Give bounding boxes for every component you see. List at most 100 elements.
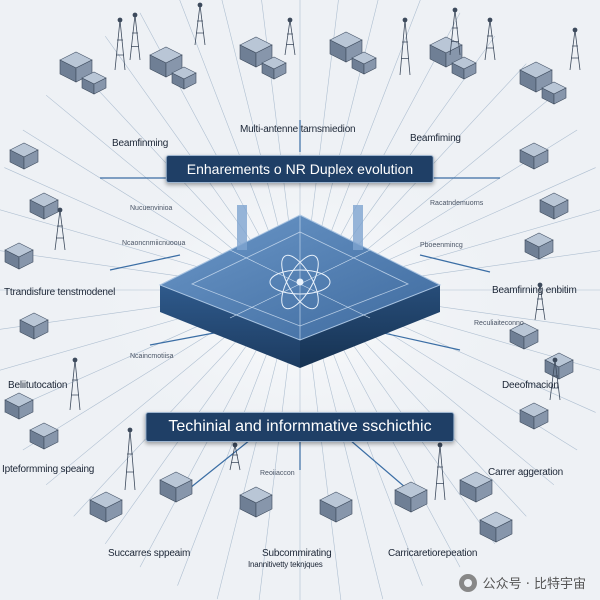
equipment-box (59, 51, 93, 83)
equipment-box (239, 486, 273, 518)
antenna-tower-icon (549, 357, 561, 401)
antenna-tower-icon (124, 427, 136, 491)
label-left-lower: Beliitutocation (8, 380, 68, 391)
equipment-box (4, 242, 34, 270)
radial-line (45, 94, 253, 266)
platform-pillar (353, 205, 363, 250)
equipment-box (459, 471, 493, 503)
platform-left-side (160, 285, 300, 368)
small-label: Nucuenvinioa (130, 205, 173, 212)
label-bottom-2b: Inannitivetty teknjques (248, 560, 323, 569)
arrow-right-platform (419, 254, 491, 273)
antenna-tower-icon (114, 17, 126, 71)
antenna-tower-icon (569, 27, 581, 71)
radial-line (22, 129, 249, 271)
antenna-tower-icon (54, 207, 66, 251)
equipment-box (451, 56, 477, 80)
radial-line (351, 309, 578, 451)
radial-line (307, 0, 339, 251)
equipment-box (519, 402, 549, 430)
label-right-lower: Deeofmacion (502, 380, 559, 391)
antenna-tower-icon (69, 357, 81, 411)
label-top-right: Beamfiming (410, 133, 461, 144)
equipment-clusters (4, 2, 581, 543)
equipment-box (394, 481, 428, 513)
radial-line (4, 167, 245, 275)
equipment-box (524, 232, 554, 260)
equipment-box (81, 71, 107, 95)
radial-line (45, 314, 253, 486)
wechat-logo-icon (458, 573, 477, 592)
label-top-left: Beamfinming (112, 138, 169, 149)
small-label: Reculiaiteconno (474, 320, 524, 327)
radial-line (261, 0, 293, 251)
equipment-box (351, 51, 377, 75)
equipment-box (544, 352, 574, 380)
antenna-tower-icon (229, 442, 241, 471)
equipment-box (29, 422, 59, 450)
antenna-tower-icon (194, 2, 206, 46)
radial-line (179, 0, 278, 254)
label-bottom-3: Carricaretiorepeation (388, 548, 478, 559)
equipment-box (239, 36, 273, 68)
equipment-box (319, 491, 353, 523)
equipment-box (479, 511, 513, 543)
label-mid-left: Ttrandisfure tenstmodenel (4, 287, 116, 298)
radial-line (322, 326, 423, 586)
small-label: Pboeenmincg (420, 242, 463, 249)
radial-line (315, 0, 379, 252)
atom-icon (269, 254, 331, 310)
arrow-left-platform (109, 254, 181, 271)
equipment-box (171, 66, 197, 90)
label-bottom-2: Subcommirating (262, 548, 332, 559)
radial-line (216, 328, 285, 600)
equipment-box (29, 192, 59, 220)
title-banner: Enharements o NR Duplex evolution (165, 155, 435, 183)
equipment-box (19, 312, 49, 340)
radial-line (347, 94, 555, 266)
label-bottom-left: Ipteformming speaing (2, 464, 95, 475)
radial-line (139, 324, 271, 568)
small-label: Reoiiaccon (260, 470, 295, 477)
small-label: Racatndemuorns (430, 200, 484, 207)
equipment-box (539, 192, 569, 220)
antenna-tower-icon (129, 12, 141, 61)
radial-line (177, 326, 278, 586)
radial-line (342, 63, 527, 262)
platform-pillar (237, 205, 247, 250)
equipment-box (4, 392, 34, 420)
radial-line (322, 0, 421, 254)
equipment-box (9, 142, 39, 170)
equipment-box (261, 56, 287, 80)
antenna-tower-icon (534, 282, 546, 321)
equipment-box (519, 142, 549, 170)
antenna-tower-icon (399, 17, 411, 76)
watermark-text: 公众号 · 比特宇宙 (482, 577, 586, 592)
radial-line (221, 0, 285, 252)
label-bottom-right: Carrer aggeration (488, 467, 563, 478)
radial-line (329, 324, 461, 568)
equipment-box (429, 36, 463, 68)
radial-line (258, 329, 293, 600)
central-platform (158, 205, 442, 368)
small-label: Ncaoncnmiicnuooua (122, 240, 186, 247)
label-top-center: Multi-antenne tarnsmiedion (240, 124, 356, 135)
antenna-tower-icon (284, 17, 296, 56)
equipment-box (541, 81, 567, 105)
radial-line (73, 63, 258, 262)
watermark: 公众号 · 比特宇宙 (458, 573, 586, 592)
label-mid-right: Beamfirning enbitim (492, 285, 577, 296)
radial-line (355, 167, 596, 275)
platform-right-side (300, 285, 440, 368)
radial-line (347, 314, 555, 486)
equipment-box (519, 61, 553, 93)
label-bottom-1: Succarres sppeaim (108, 548, 191, 559)
subtitle-banner: Techinial and informmative sschicthic (145, 412, 455, 442)
radial-line (315, 328, 384, 600)
antenna-tower-icon (484, 17, 496, 61)
antenna-tower-icon (449, 7, 461, 56)
small-label: Ncaincmotiisa (130, 353, 174, 360)
equipment-box (89, 491, 123, 523)
antenna-tower-icon (434, 442, 446, 501)
